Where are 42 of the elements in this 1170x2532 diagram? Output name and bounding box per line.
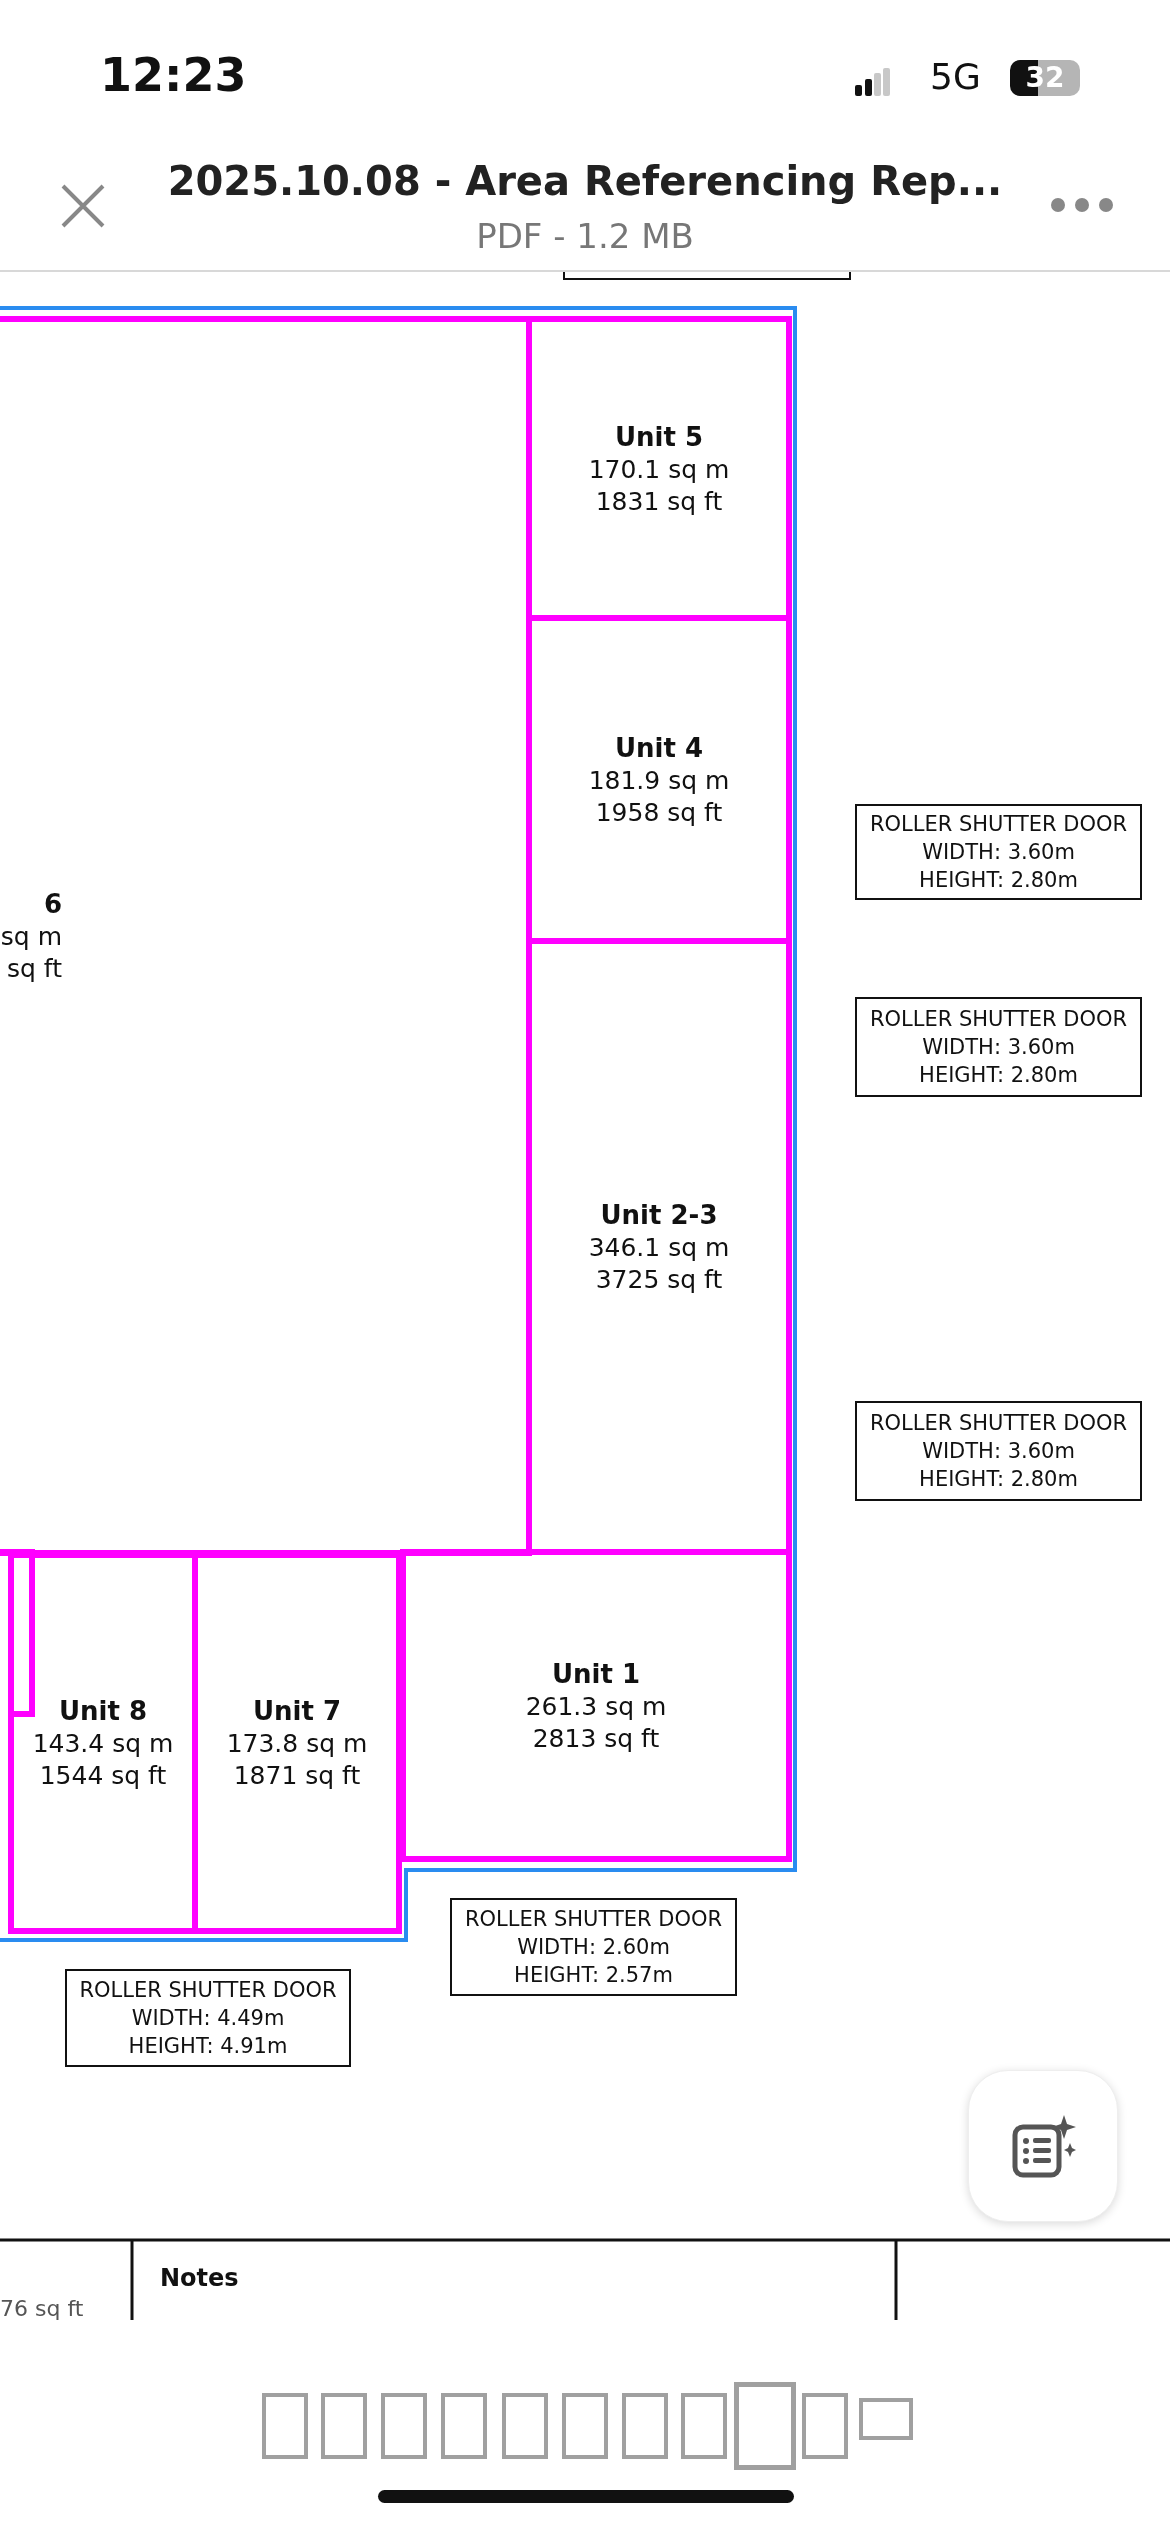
area-text: 261.3 sq m 2813 sq ft: [524, 1690, 668, 1755]
door-spec-text: WIDTH: 3.60m: [922, 839, 1075, 866]
notes-heading: Notes: [160, 2264, 240, 2292]
unit-name: Unit 8: [58, 1695, 148, 1728]
door-note-box: [65, 1969, 351, 2067]
area-text: 346.1 sq m 3725 sq ft: [587, 1231, 731, 1296]
door-spec-text: ROLLER SHUTTER DOOR: [869, 1410, 1128, 1437]
area-text: 181.9 sq m 1958 sq ft: [587, 764, 731, 829]
door-spec-text: WIDTH: 3.60m: [922, 1438, 1075, 1465]
unit-name: Unit 7: [252, 1695, 342, 1728]
unit-name: Unit 1: [551, 1657, 641, 1691]
area-total-text: 76 sq ft: [0, 2296, 85, 2321]
door-spec-text: HEIGHT: 4.91m: [128, 2033, 288, 2060]
door-note-box: [855, 1401, 1142, 1501]
door-note-box: [450, 1898, 737, 1996]
unit-name: Unit 2-3: [600, 1198, 718, 1232]
door-spec-text: ROLLER SHUTTER DOOR: [464, 1906, 723, 1933]
area-text: 173.8 sq m 1871 sq ft: [225, 1728, 369, 1792]
door-spec-text: HEIGHT: 2.80m: [919, 1466, 1078, 1493]
area-text: 143.4 sq m 1544 sq ft: [31, 1728, 175, 1792]
unit-name: 6: [42, 888, 62, 921]
door-spec-text: HEIGHT: 2.80m: [919, 1062, 1078, 1089]
unit-area: [400, 1549, 792, 1862]
door-spec-text: ROLLER SHUTTER DOOR: [869, 1006, 1128, 1033]
area-text: sq m sq ft: [0, 921, 62, 985]
door-spec-text: HEIGHT: 2.57m: [514, 1962, 673, 1989]
door-spec-text: WIDTH: 2.60m: [517, 1934, 670, 1961]
unit-area: [0, 316, 532, 1556]
file-info: PDF - 1.2 MB: [475, 216, 695, 256]
door-spec-text: ROLLER SHUTTER DOOR: [869, 811, 1128, 838]
unit-name: Unit 4: [614, 731, 704, 765]
door-note-box: [855, 804, 1142, 900]
document-title: 2025.10.08 - Area Referencing Rep...: [166, 158, 1004, 204]
area-text: 170.1 sq m 1831 sq ft: [587, 453, 731, 518]
door-spec-text: WIDTH: 4.49m: [131, 2005, 285, 2032]
door-spec-text: HEIGHT: 2.80m: [919, 867, 1078, 894]
door-note-box: [855, 997, 1142, 1097]
status-time: 12:23: [100, 48, 248, 102]
door-spec-text: ROLLER SHUTTER DOOR: [79, 1977, 337, 2004]
unit-name: Unit 5: [614, 420, 704, 454]
door-spec-text: WIDTH: 3.60m: [922, 1034, 1075, 1061]
network-type: 5G: [930, 56, 982, 97]
